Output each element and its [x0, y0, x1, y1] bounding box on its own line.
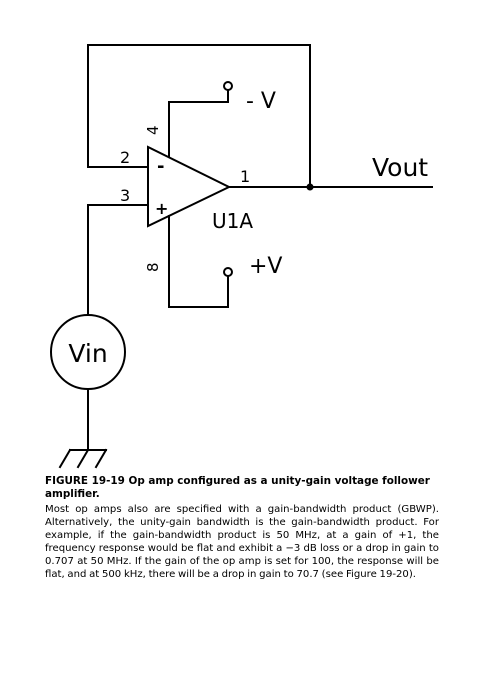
figure-caption: FIGURE 19-19 Op amp configured as a unit…: [45, 475, 430, 500]
pin-8-label: 8: [144, 262, 162, 272]
pin-4-label: 4: [144, 125, 162, 135]
opamp-name-label: U1A: [212, 209, 253, 233]
non-inverting-input-sign: +: [155, 199, 168, 218]
inverting-input-sign: -: [157, 156, 164, 177]
body-paragraph: Most op amps also are specified with a g…: [45, 504, 439, 580]
ground-hatch-1: [58, 448, 72, 469]
negative-supply-wire: [168, 89, 229, 158]
input-wire: [87, 204, 149, 316]
op-amp-triangle: [147, 145, 232, 228]
ground-hatch-2: [76, 448, 90, 469]
negative-supply-terminal: [223, 81, 233, 91]
minus-v-label: - V: [246, 89, 276, 114]
positive-supply-wire: [168, 215, 229, 308]
plus-v-label: +V: [249, 254, 282, 279]
positive-supply-terminal: [223, 267, 233, 277]
text-block: FIGURE 19-19 Op amp configured as a unit…: [45, 475, 439, 581]
op-amp-schematic: - V +V Vout Vin U1A - + 1 2 3 4 8: [50, 44, 433, 469]
feedback-wire: [87, 44, 311, 188]
vin-label: Vin: [68, 339, 107, 368]
pin-2-label: 2: [120, 148, 130, 167]
ground-hatch-3: [94, 448, 108, 469]
vout-label: Vout: [372, 153, 428, 182]
output-junction-dot: [306, 183, 314, 191]
pin-1-label: 1: [240, 167, 250, 186]
pin-3-label: 3: [120, 186, 130, 205]
